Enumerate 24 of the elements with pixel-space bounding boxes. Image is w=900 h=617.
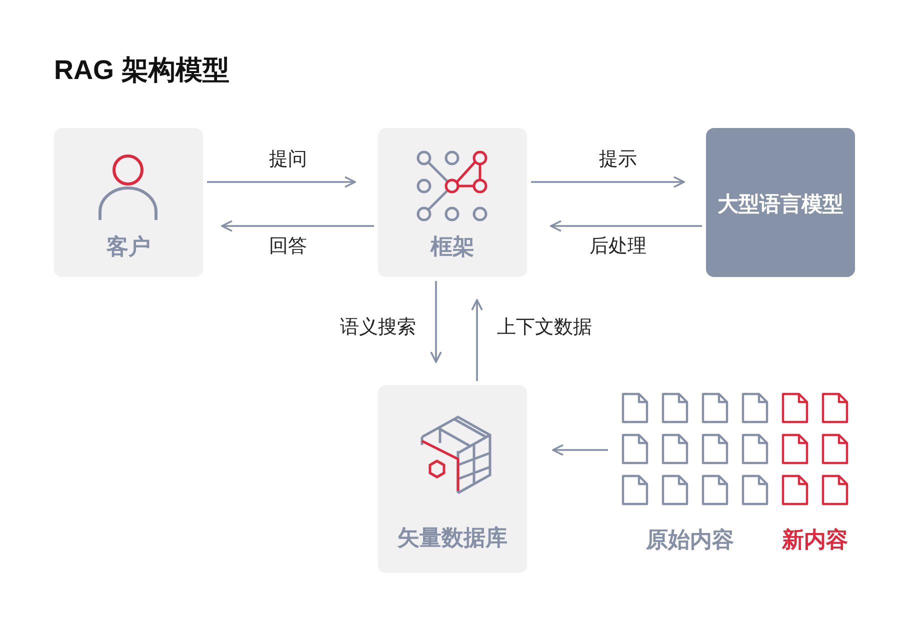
node-label: 原始内容 (644, 526, 735, 554)
box-label: 框架 (429, 233, 476, 261)
edge-label: 回答 (269, 236, 307, 258)
model-box (706, 128, 855, 277)
arrow (531, 176, 685, 188)
database-box (378, 385, 527, 573)
framework-box (378, 128, 527, 277)
box-label: 大型语言模型 (716, 192, 844, 218)
arrow (471, 299, 483, 381)
edge-label: 语义搜索 (340, 317, 416, 339)
arrow (221, 220, 374, 232)
box-label: 客户 (105, 233, 152, 261)
edge-label: 后处理 (590, 236, 646, 258)
client-box (54, 128, 203, 277)
arrow (550, 220, 702, 232)
arrow (430, 281, 442, 363)
title: RAG 架构模型 (54, 54, 230, 87)
node-label: 新内容 (780, 526, 849, 554)
box-label: 矢量数据库 (396, 524, 508, 552)
edge-label: 上下文数据 (497, 317, 592, 339)
arrow (207, 176, 356, 188)
edge-label: 提示 (599, 149, 637, 171)
edge-label: 提问 (269, 149, 307, 171)
arrow (552, 444, 608, 456)
